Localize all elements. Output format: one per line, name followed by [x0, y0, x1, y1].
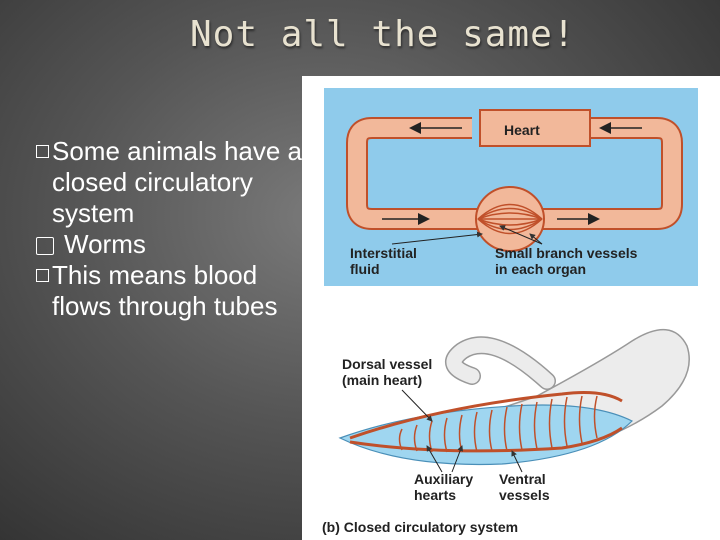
- small-vessels-label: Small branch vessels: [495, 245, 638, 261]
- heart-label: Heart: [504, 122, 540, 138]
- sub-bullet-text: Worms: [64, 229, 146, 259]
- bullet-box-icon: [36, 269, 49, 282]
- worm-illustration: [338, 328, 690, 466]
- small-vessels-label: in each organ: [495, 261, 586, 277]
- auxiliary-hearts-label: hearts: [414, 487, 456, 503]
- auxiliary-hearts-label: Auxiliary: [414, 471, 473, 487]
- dorsal-vessel-label: Dorsal vessel: [342, 356, 432, 372]
- bullet-list: Some animals have a closed circulatory s…: [36, 136, 306, 322]
- bullet-item: Some animals have a closed circulatory s…: [36, 136, 306, 229]
- figure-caption: (b) Closed circulatory system: [322, 519, 518, 535]
- interstitial-label: fluid: [350, 261, 380, 277]
- slide-title: Not all the same!: [190, 14, 576, 55]
- bullet-text: This means blood flows through tubes: [52, 260, 278, 321]
- bullet-text: Some animals have a closed circulatory s…: [52, 136, 303, 228]
- sub-bullet-item: Worms: [36, 229, 306, 260]
- sub-bullet-box-icon: [36, 237, 54, 255]
- capillary-bed: [475, 186, 545, 252]
- interstitial-label: Interstitial: [350, 245, 417, 261]
- figure-svg: Heart Interstitial fluid Small branch ve…: [322, 88, 698, 535]
- ventral-vessels-label: Ventral: [499, 471, 546, 487]
- bullet-box-icon: [36, 145, 49, 158]
- bullet-item: This means blood flows through tubes: [36, 260, 306, 322]
- circulatory-figure: Heart Interstitial fluid Small branch ve…: [302, 76, 720, 540]
- dorsal-vessel-label: (main heart): [342, 372, 422, 388]
- ventral-vessels-label: vessels: [499, 487, 550, 503]
- heart-box: [479, 109, 591, 147]
- vessel-loop: [346, 117, 683, 230]
